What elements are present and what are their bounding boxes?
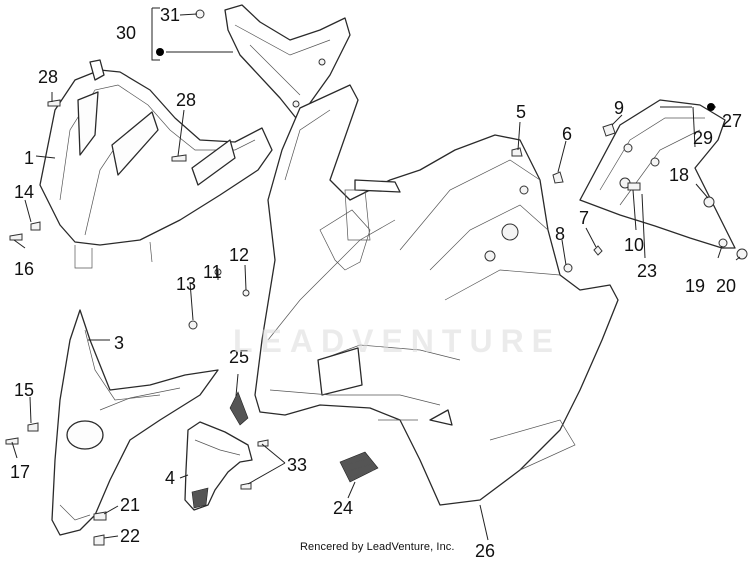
leader-lines [11,7,741,541]
callout-6: 6 [562,124,572,144]
part-27-side-panel [579,99,736,249]
callout-11: 11 [203,262,222,282]
part-4-bracket [184,421,253,511]
leadventure-watermark: LEADVENTURE [233,323,562,359]
callout-25: 25 [229,347,249,367]
callout-29: 29 [693,128,713,148]
callout-13: 13 [176,274,196,294]
callout-15: 15 [14,380,34,400]
callout-10: 10 [624,235,644,255]
callout-4: 4 [165,468,175,488]
callout-27: 27 [722,111,742,131]
fasteners [5,9,748,546]
part-26-front-body [254,84,619,506]
callout-12: 12 [229,245,249,265]
callout-5: 5 [516,102,526,122]
callout-1: 1 [24,148,34,168]
footer-credit: Rencered by LeadVenture, Inc. [300,541,455,553]
callout-28b: 28 [176,90,196,110]
callout-30: 30 [116,23,136,43]
callout-31: 31 [160,5,180,25]
callout-17: 17 [10,462,30,482]
part-25-grille [229,391,249,426]
callout-33: 33 [287,455,307,475]
callout-19: 19 [685,276,705,296]
callout-9: 9 [614,98,624,118]
callout-numbers: 1 3 4 5 6 7 8 9 10 11 12 13 14 15 16 17 … [10,5,742,561]
callout-14: 14 [14,182,34,202]
bullet-dot-30 [156,48,164,56]
callout-8: 8 [555,224,565,244]
callout-18: 18 [669,165,689,185]
part-24-grille [339,451,379,483]
bullet-dot-27 [707,103,715,111]
part-30-bracket [224,4,351,119]
callout-22: 22 [120,526,140,546]
callout-23: 23 [637,261,657,281]
callout-26: 26 [475,541,495,561]
callout-28a: 28 [38,67,58,87]
part-1-upper-shield [39,59,273,269]
callout-24: 24 [333,498,353,518]
callout-21: 21 [120,495,140,515]
callout-16: 16 [14,259,34,279]
callout-7: 7 [579,208,589,228]
part-3-lower-panel [51,309,219,536]
callout-3: 3 [114,333,124,353]
callout-20: 20 [716,276,736,296]
